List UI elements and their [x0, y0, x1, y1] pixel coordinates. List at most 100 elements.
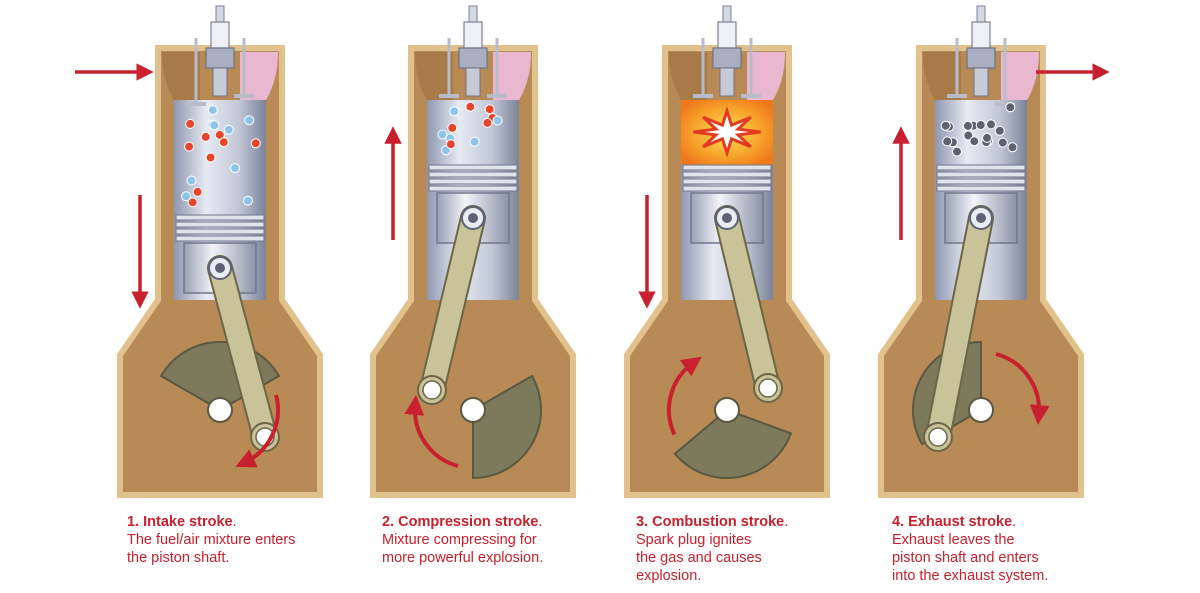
gas-particle: [244, 115, 255, 126]
piston-ring: [682, 164, 772, 171]
caption-combustion: 3. Combustion stroke. Spark plug ignites…: [636, 513, 876, 585]
piston-ring: [175, 214, 265, 221]
gas-particle: [975, 120, 986, 130]
gas-particle: [445, 139, 456, 150]
gas-particle: [223, 124, 234, 135]
spark-plug-tip: [722, 5, 732, 25]
piston-ring: [428, 178, 518, 185]
gas-particle: [997, 137, 1008, 148]
gas-particle: [492, 115, 503, 126]
piston-ring: [428, 171, 518, 178]
crankshaft-main: [968, 397, 994, 423]
caption-title: 3. Combustion stroke.: [636, 514, 789, 530]
caption-intake: 1. Intake stroke. The fuel/air mixture e…: [127, 513, 367, 567]
spark-plug-hex: [205, 47, 235, 69]
rotation-arrow-icon: [666, 356, 702, 436]
exhaust-port: [747, 52, 785, 100]
gas-particle: [184, 141, 195, 152]
spark-plug-insulator: [971, 21, 991, 49]
gas-particle: [230, 163, 240, 174]
gas-particle: [963, 130, 974, 141]
gas-particle: [1005, 102, 1016, 113]
piston-ring: [428, 185, 518, 192]
piston-ring: [175, 235, 265, 242]
gas-particle: [994, 125, 1005, 136]
connecting-rod: [209, 257, 276, 448]
crank-pin: [758, 378, 778, 398]
piston-pin-center: [976, 213, 986, 223]
gas-particle: [940, 120, 951, 131]
gas-particle: [482, 117, 493, 128]
intake-port: [162, 52, 200, 100]
crank-pin: [422, 380, 442, 400]
gas-particle: [185, 118, 196, 129]
piston-ring: [682, 185, 772, 192]
caption-title: 2. Compression stroke.: [382, 514, 543, 530]
engine-1: [75, 5, 323, 498]
gas-particle: [449, 106, 460, 117]
spark-plug-tip: [215, 5, 225, 25]
spark-plug-tip: [468, 5, 478, 25]
caption-description: The fuel/air mixture enters the piston s…: [127, 532, 296, 566]
crankshaft-main: [207, 397, 233, 423]
exhaust-port: [1001, 52, 1039, 100]
exhaust-port: [493, 52, 531, 100]
gas-particle: [952, 146, 962, 157]
caption-title: 1. Intake stroke.: [127, 514, 237, 530]
piston-ring: [936, 185, 1026, 192]
gas-particle: [986, 119, 996, 130]
gas-particle: [942, 136, 953, 147]
caption-description: Exhaust leaves the piston shaft and ente…: [892, 532, 1049, 584]
engine-3: [624, 5, 830, 498]
gas-particle: [186, 175, 197, 186]
caption-compression: 2. Compression stroke. Mixture compressi…: [382, 513, 622, 567]
piston-ring: [428, 164, 518, 171]
gas-particle: [250, 138, 261, 149]
piston-ring: [682, 178, 772, 185]
spark-plug-thread: [212, 67, 228, 97]
gas-particle: [982, 132, 992, 143]
crank-pin: [928, 427, 948, 447]
gas-particle: [465, 101, 476, 112]
spark-plug-thread: [465, 67, 481, 97]
gas-particle: [192, 186, 203, 197]
gas-particle: [200, 131, 211, 142]
caption-description: Mixture compressing for more powerful ex…: [382, 532, 544, 566]
spark-plug-insulator: [463, 21, 483, 49]
gas-particle: [205, 152, 216, 163]
gas-particle: [484, 104, 495, 115]
crank-counterweight: [673, 408, 793, 479]
spark-plug-thread: [719, 67, 735, 97]
engine-2: [370, 5, 576, 498]
spark-plug-hex: [458, 47, 488, 69]
exhaust-port: [240, 52, 278, 100]
explosion-burst: [693, 106, 761, 158]
four-stroke-diagram: [75, 5, 1110, 498]
caption-exhaust: 4. Exhaust stroke. Exhaust leaves the pi…: [892, 513, 1132, 585]
gas-particle: [243, 195, 253, 206]
rotation-arrow-icon: [995, 352, 1050, 426]
gas-particle: [437, 129, 448, 140]
gas-particle: [181, 191, 192, 202]
piston-ring: [936, 171, 1026, 178]
gas-particle: [209, 120, 220, 131]
gas-particle: [187, 197, 198, 208]
piston-ring: [175, 228, 265, 235]
gas-particle: [207, 105, 218, 116]
piston-pin-center: [215, 263, 225, 273]
piston-ring: [175, 221, 265, 228]
spark-plug-insulator: [717, 21, 737, 49]
spark-plug-tip: [976, 5, 986, 25]
intake-port: [669, 52, 707, 100]
intake-port: [923, 52, 961, 100]
rotation-arrow-icon: [235, 394, 280, 468]
crankshaft-main: [460, 397, 486, 423]
connecting-rod: [716, 207, 779, 399]
spark-plug-thread: [973, 67, 989, 97]
gas-particle: [469, 136, 480, 147]
crank-counterweight: [472, 374, 542, 480]
caption-description: Spark plug ignites the gas and causes ex…: [636, 532, 762, 584]
gas-particle: [218, 137, 229, 148]
gas-particle: [969, 136, 980, 147]
spark-plug-hex: [712, 47, 742, 69]
